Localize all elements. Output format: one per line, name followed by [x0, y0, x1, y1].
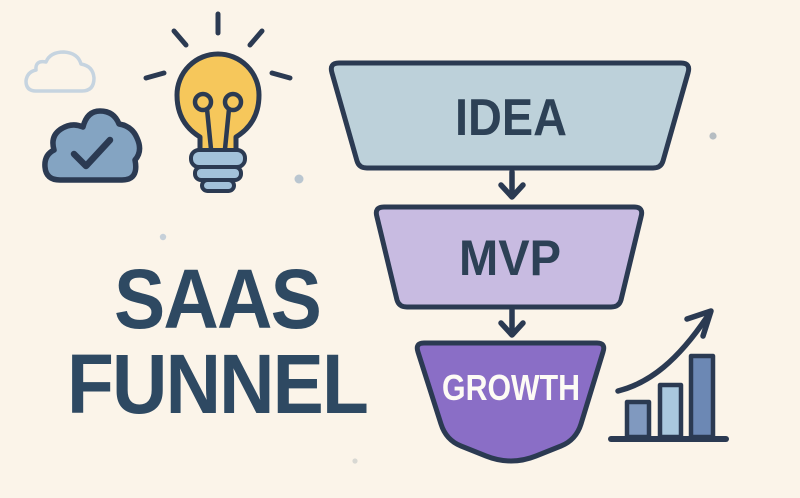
cloud-check-icon [42, 108, 143, 183]
decor-dots [159, 132, 717, 464]
funnel-stage-idea: IDEA [328, 60, 692, 171]
cloud-outline-icon [24, 50, 96, 93]
cloud-outline-shape [24, 50, 96, 93]
title-line-1: SAAS [114, 252, 320, 346]
page-title: SAAS FUNNEL [67, 252, 369, 431]
decor-dot [352, 458, 358, 464]
funnel-stage-idea-label: IDEA [455, 89, 567, 147]
title-line-2: FUNNEL [67, 337, 367, 431]
decor-dot [159, 233, 167, 241]
bulb-base [189, 148, 247, 193]
bulb-glass [174, 51, 262, 155]
funnel-stage-growth: GROWTH [414, 340, 607, 464]
cloud-shape [42, 108, 143, 183]
chart-trend-curve [615, 314, 710, 394]
decor-dot [294, 174, 304, 184]
arrow-down-icon [498, 307, 526, 338]
lightbulb-rays [143, 11, 293, 81]
lightbulb-icon [143, 11, 293, 193]
chart-bar-2 [657, 382, 684, 440]
checkmark-icon [70, 136, 114, 170]
arrow-down-icon [498, 169, 526, 200]
growth-chart-icon [608, 308, 729, 442]
funnel-stage-mvp-shape [373, 204, 645, 310]
funnel-stage-growth-label: GROWTH [442, 367, 580, 408]
arrow-up-right-icon [684, 308, 714, 339]
bulb-filament [192, 91, 244, 152]
funnel-stage-mvp: MVP [373, 204, 645, 310]
decor-dot [709, 132, 717, 140]
funnel-stage-growth-shape [414, 340, 607, 464]
funnel-stage-mvp-label: MVP [459, 230, 561, 286]
chart-bar-1 [624, 399, 652, 440]
chart-bar-3 [688, 353, 716, 440]
funnel-stage-idea-shape [328, 60, 692, 171]
